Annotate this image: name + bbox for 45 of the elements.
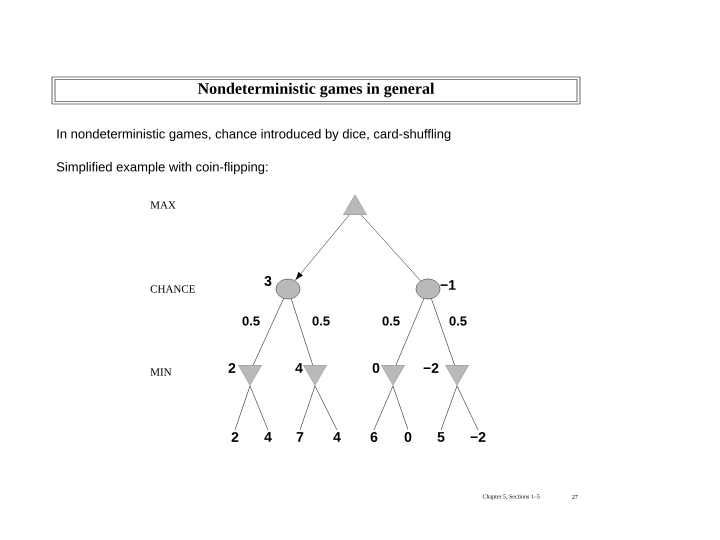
node-value: 3: [264, 276, 272, 286]
node-value: −1: [440, 280, 456, 290]
tree-branch: [250, 386, 268, 430]
min-node: [238, 365, 262, 386]
body-text: Simplified example with coin-flipping:: [56, 162, 268, 174]
tree-branch: [234, 386, 250, 430]
edge-label: 0.5: [240, 315, 262, 327]
leaf-value: 4: [333, 432, 341, 442]
level-label: MIN: [150, 368, 172, 376]
leaf-value: −2: [470, 432, 486, 442]
node-value: 0: [372, 363, 380, 373]
tree-branch: [252, 298, 284, 366]
min-node: [445, 365, 469, 386]
level-label: MAX: [150, 201, 176, 209]
tree-branch: [456, 386, 478, 430]
node-value: −2: [424, 363, 438, 373]
leaf-value: 0: [404, 432, 412, 442]
node-value: 4: [295, 363, 303, 373]
node-value: 2: [228, 363, 236, 373]
leaf-value: 2: [232, 432, 238, 442]
tree-branch: [361, 214, 421, 282]
max-node: [343, 194, 367, 215]
leaf-value: 5: [438, 432, 445, 442]
tree-branch: [440, 386, 458, 430]
leaf-value: 7: [296, 432, 304, 442]
chance-node: [416, 278, 440, 300]
min-node: [381, 365, 405, 386]
body-text: In nondeterministic games, chance introduced by dice, card-shuffling: [57, 128, 450, 142]
min-node: [303, 365, 327, 386]
tree-branch: [396, 298, 424, 366]
edge-label: 0.5: [448, 315, 468, 327]
arrow: [295, 214, 350, 280]
tree-branch: [300, 386, 316, 430]
tree-branch: [431, 298, 455, 366]
tree-branch: [392, 386, 408, 430]
edge-label: 0.5: [380, 315, 402, 327]
leaf-value: 4: [264, 432, 272, 442]
tree-branch: [290, 298, 313, 366]
edge-label: 0.5: [310, 315, 332, 327]
leaf-value: 6: [370, 432, 378, 442]
tree-branch: [314, 386, 338, 430]
title-box: Nondeterministic games in general: [52, 76, 580, 104]
level-label: CHANCE: [150, 285, 195, 293]
chance-node: [276, 278, 300, 300]
tree-branch: [374, 386, 394, 430]
